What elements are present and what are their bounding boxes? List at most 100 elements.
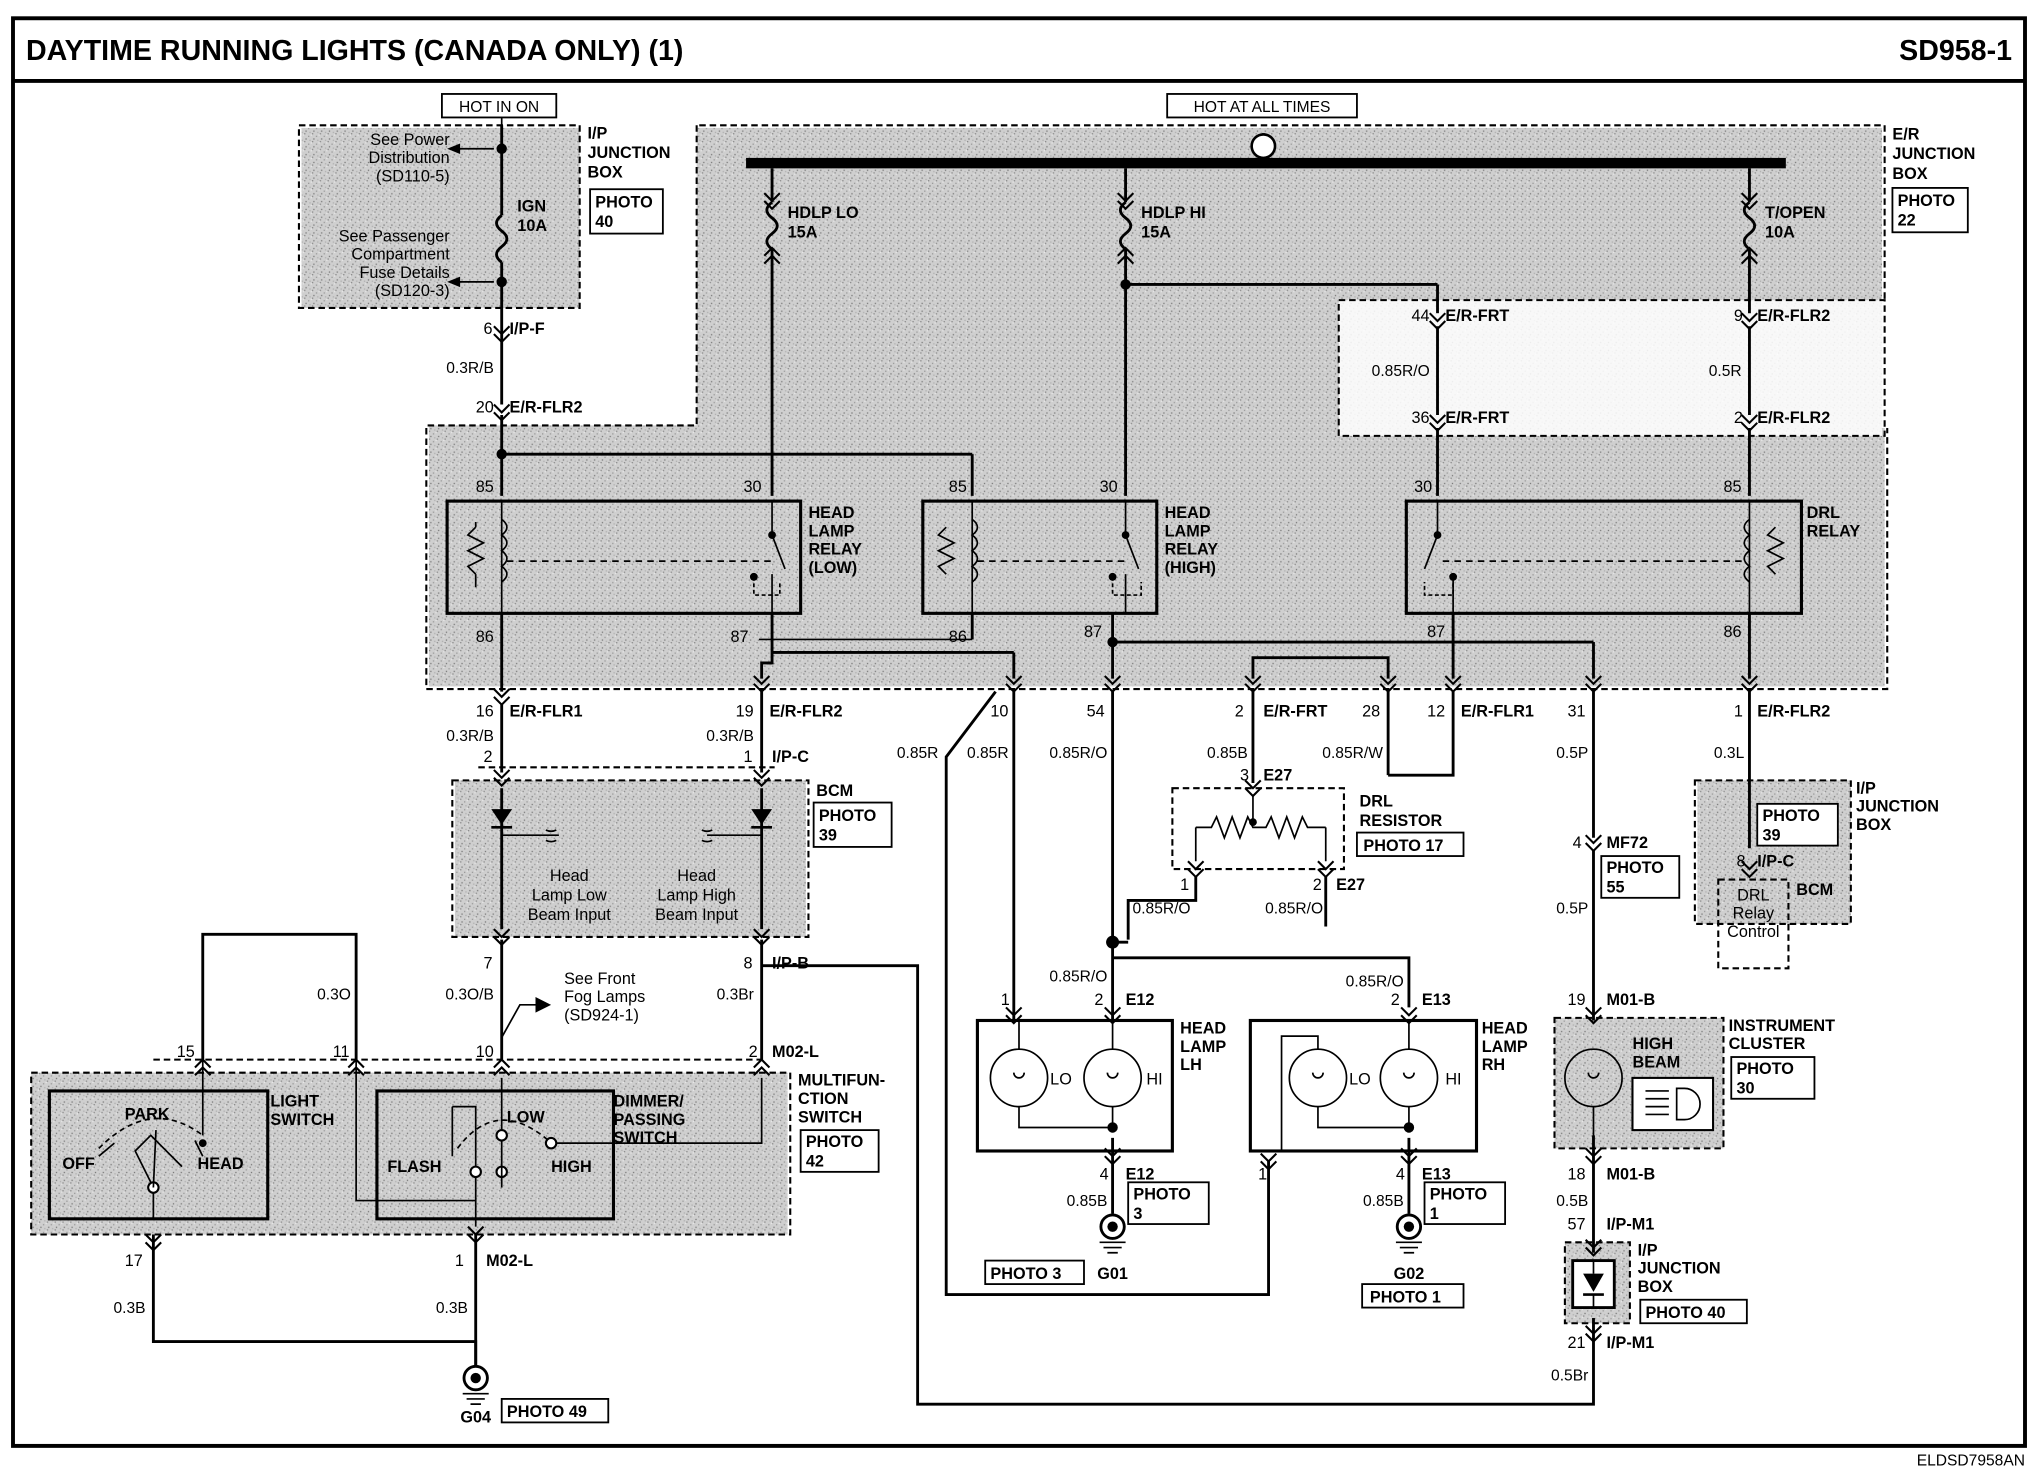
shaded-regions <box>31 127 1885 1324</box>
ground-g02-label: G02 <box>1394 1265 1425 1283</box>
wire-03o: 0.3O <box>317 987 351 1004</box>
head-lamp-rh-3: RH <box>1482 1056 1505 1074</box>
head-lamp-rh-lo: LO <box>1349 1070 1371 1088</box>
pin-erflr1-16: 16 <box>476 702 494 720</box>
pin-erflr2-20: 20 <box>476 398 494 416</box>
relay-high-label-2: LAMP <box>1165 522 1211 540</box>
wire-05b: 0.5B <box>1556 1193 1588 1210</box>
er-junction-photo-1: PHOTO <box>1898 192 1955 210</box>
page-code: SD958-1 <box>1899 35 2012 67</box>
er-junction-title-1: E/R <box>1892 126 1919 144</box>
relay-high-label-3: RELAY <box>1165 541 1219 559</box>
pin-ipm1-21: 21 <box>1567 1334 1585 1352</box>
conn-m02l-bottom: M02-L <box>486 1252 533 1270</box>
conn-er-flr2-9: E/R-FLR2 <box>1757 307 1830 325</box>
pin-17: 17 <box>125 1252 143 1270</box>
pin-m02l-1: 1 <box>455 1252 464 1270</box>
ip-junction-bottom-title-1: I/P <box>1638 1241 1658 1259</box>
power-labels: HOT IN ON HOT AT ALL TIMES <box>441 93 1358 126</box>
ip-junction-right-bcm: BCM <box>1796 881 1833 899</box>
dimmer-flash: FLASH <box>387 1158 441 1176</box>
pin-31: 31 <box>1567 702 1585 720</box>
hot-at-all-times-label: HOT AT ALL TIMES <box>1194 99 1331 116</box>
ip-junction-bottom-title-2: JUNCTION <box>1638 1260 1721 1278</box>
conn-er-flr1-12: E/R-FLR1 <box>1461 702 1534 720</box>
relay-high-label-1: HEAD <box>1165 504 1211 522</box>
pin-mf72-4: 4 <box>1573 834 1582 852</box>
mf72-photo-2: 55 <box>1606 879 1624 897</box>
photo-e13-2: 1 <box>1430 1205 1439 1223</box>
er-junction-labels: E/R JUNCTION BOX PHOTO 22 HDLP LO 15A HD… <box>788 126 1976 242</box>
bcm-photo-2: 39 <box>819 826 837 844</box>
bcm-low-input-3: Beam Input <box>528 906 611 924</box>
conn-er-flr2-top: E/R-FLR2 <box>510 398 583 416</box>
relay-low-label-4: (LOW) <box>808 559 857 577</box>
wire-085ro-frt: 0.85R/O <box>1372 363 1430 380</box>
wire-03b-right: 0.3B <box>436 1300 468 1317</box>
wire-085ro-54: 0.85R/O <box>1049 745 1107 762</box>
note-fuse-1: See Passenger <box>339 227 451 245</box>
photo-e12-1: PHOTO <box>1133 1185 1190 1203</box>
wire-03rb-left: 0.3R/B <box>446 728 494 745</box>
multifunction-title-1: MULTIFUN- <box>798 1072 885 1090</box>
head-lamp-lh <box>975 1018 1174 1153</box>
pin-erfrt-36: 36 <box>1412 409 1430 427</box>
dimmer-high: HIGH <box>551 1158 592 1176</box>
ip-junction-top-title-2: JUNCTION <box>587 144 670 162</box>
wire-085rw: 0.85R/W <box>1322 745 1383 762</box>
conn-er-frt-36: E/R-FRT <box>1445 409 1509 427</box>
bcm-low-input-2: Lamp Low <box>532 886 607 904</box>
wire-03rb-top: 0.3R/B <box>446 360 494 377</box>
wire-03rb-right: 0.3R/B <box>706 728 754 745</box>
conn-e12-top: E12 <box>1126 991 1155 1009</box>
wire-05p-top: 0.5P <box>1556 745 1588 762</box>
conn-e13-top: E13 <box>1422 991 1451 1009</box>
wire-03ob: 0.3O/B <box>445 987 493 1004</box>
ground-g04-label: G04 <box>460 1408 491 1426</box>
ip-junction-top-photo-2: 40 <box>595 213 613 231</box>
ground-g01-label: G01 <box>1097 1265 1128 1283</box>
head-lamp-lh-hi: HI <box>1146 1070 1162 1088</box>
dimmer-low: LOW <box>507 1108 546 1126</box>
photo-g01-left: PHOTO 3 <box>990 1265 1061 1283</box>
head-lamp-lh-1: HEAD <box>1180 1020 1226 1038</box>
bcm-low-input-1: Head <box>550 867 589 885</box>
cluster-photo-2: 30 <box>1736 1080 1754 1098</box>
wire-085ro-e12: 0.85R/O <box>1049 968 1107 985</box>
fog-note-3: (SD924-1) <box>564 1006 639 1024</box>
light-switch-head: HEAD <box>198 1155 244 1173</box>
pin-e27-2: 2 <box>1313 876 1322 894</box>
bcm-diodes <box>491 809 773 843</box>
pin-e27-3: 3 <box>1240 766 1249 784</box>
drl-relay-control-1: DRL <box>1737 886 1769 904</box>
ip-junction-top-shade <box>301 127 580 308</box>
dimmer-passing-switch <box>355 1059 763 1227</box>
pin-11: 11 <box>333 1043 350 1061</box>
wire-05r: 0.5R <box>1709 363 1742 380</box>
ip-junction-right-title-1: I/P <box>1856 779 1876 797</box>
wire-085b-e27: 0.85B <box>1207 745 1248 762</box>
dimmer-label-2: PASSING <box>613 1111 685 1129</box>
ip-junction-top-photo-1: PHOTO <box>595 193 652 211</box>
fuse-topen-rating: 10A <box>1765 223 1795 241</box>
wire-085r-1: 0.85R <box>897 745 939 762</box>
splice-dots <box>496 143 1257 949</box>
pin-ipb-8: 8 <box>743 954 752 972</box>
drl-relay-control-3: Control <box>1727 923 1779 941</box>
fog-note-1: See Front <box>564 970 636 988</box>
head-lamp-rh-2: LAMP <box>1482 1038 1528 1056</box>
pin-10: 10 <box>990 702 1008 720</box>
conn-ip-f: I/P-F <box>510 320 545 338</box>
ground-symbols <box>462 1213 1423 1405</box>
pin-erflr2-1: 1 <box>1734 702 1743 720</box>
conn-e27-bottom: E27 <box>1336 876 1365 894</box>
note-power-2: Distribution <box>368 149 449 167</box>
multifunction-labels: MULTIFUN- CTION SWITCH PHOTO 42 LIGHT SW… <box>62 970 885 1176</box>
note-power-3: (SD110-5) <box>376 167 450 185</box>
note-fuse-3: Fuse Details <box>359 264 449 282</box>
head-lamp-lh-2: LAMP <box>1180 1038 1226 1056</box>
pin-28: 28 <box>1362 702 1380 720</box>
bcm-high-input-1: Head <box>677 867 716 885</box>
fuse-hdlp-lo-name: HDLP LO <box>788 204 859 222</box>
